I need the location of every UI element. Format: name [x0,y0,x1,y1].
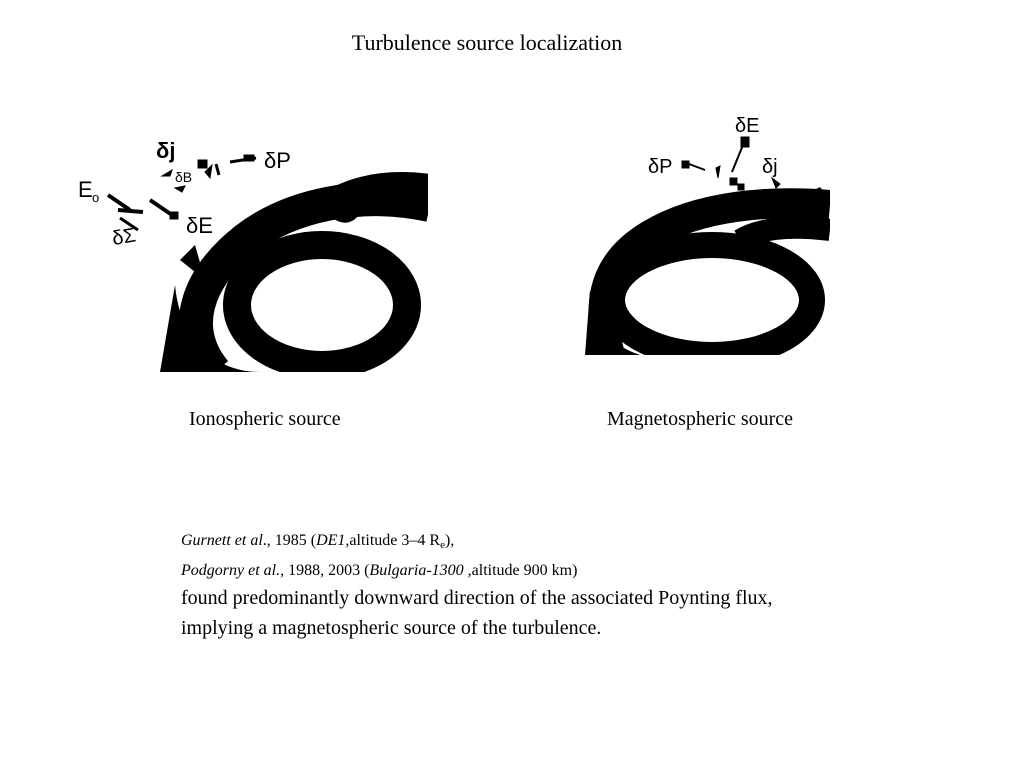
reference-podgorny: Podgorny et al., 1988, 2003 (Bulgaria-13… [181,558,1001,583]
reference-detail: altitude 900 km) [471,562,578,579]
label-dj: δj [762,156,778,178]
reference-mission: DE1, [316,532,350,549]
magnetospheric-caption: Magnetospheric source [607,408,794,430]
label-dp: δP [264,148,291,173]
arrow-icon [148,198,179,220]
magnetospheric-field-lines [585,187,830,355]
reference-gurnett: Gurnett et al., 1985 (DE1,altitude 3–4 R… [181,528,1001,558]
ionospheric-arrows [106,154,257,232]
label-dsigma: δΣ [110,224,137,250]
label-e0-subscript: o [92,190,99,205]
ionospheric-labels: δj δP δB E o δE δΣ [78,138,291,250]
reference-year: , 1988, 2003 ( [280,562,370,579]
reference-year: ., 1985 ( [262,532,317,549]
arrow-icon [160,154,257,193]
references-block: Gurnett et al., 1985 (DE1,altitude 3–4 R… [181,528,1001,643]
arrow-icon [106,193,144,232]
reference-mission: Bulgaria-1300 , [369,562,472,579]
label-e0: E [78,177,93,202]
conclusion-line-1: found predominantly downward direction o… [181,587,773,609]
label-de: δE [186,213,213,238]
label-db: δB [175,169,192,185]
label-de: δE [735,115,759,137]
reference-tail: ), [444,532,455,549]
ionospheric-caption: Ionospheric source [189,408,341,430]
slide-title: Turbulence source localization [351,30,623,55]
arrow-icon [681,160,706,171]
reference-authors: Gurnett et al [181,532,263,549]
reference-authors: Podgorny et al. [181,562,281,579]
label-dp: δP [648,156,672,178]
ionospheric-source-diagram: δj δP δB E o δE δΣ δE δP δj [78,115,830,372]
magnetospheric-labels: δE δP δj [648,115,778,178]
reference-detail: altitude 3–4 R [349,532,441,549]
conclusion-line-2: implying a magnetospheric source of the … [181,617,602,639]
reference-subscript: e [440,539,445,551]
arrow-icon [715,165,781,191]
magnetospheric-arrows [681,136,781,191]
label-dj: δj [156,138,175,163]
ionospheric-field-lines [160,172,428,372]
arrow-icon [731,136,750,173]
